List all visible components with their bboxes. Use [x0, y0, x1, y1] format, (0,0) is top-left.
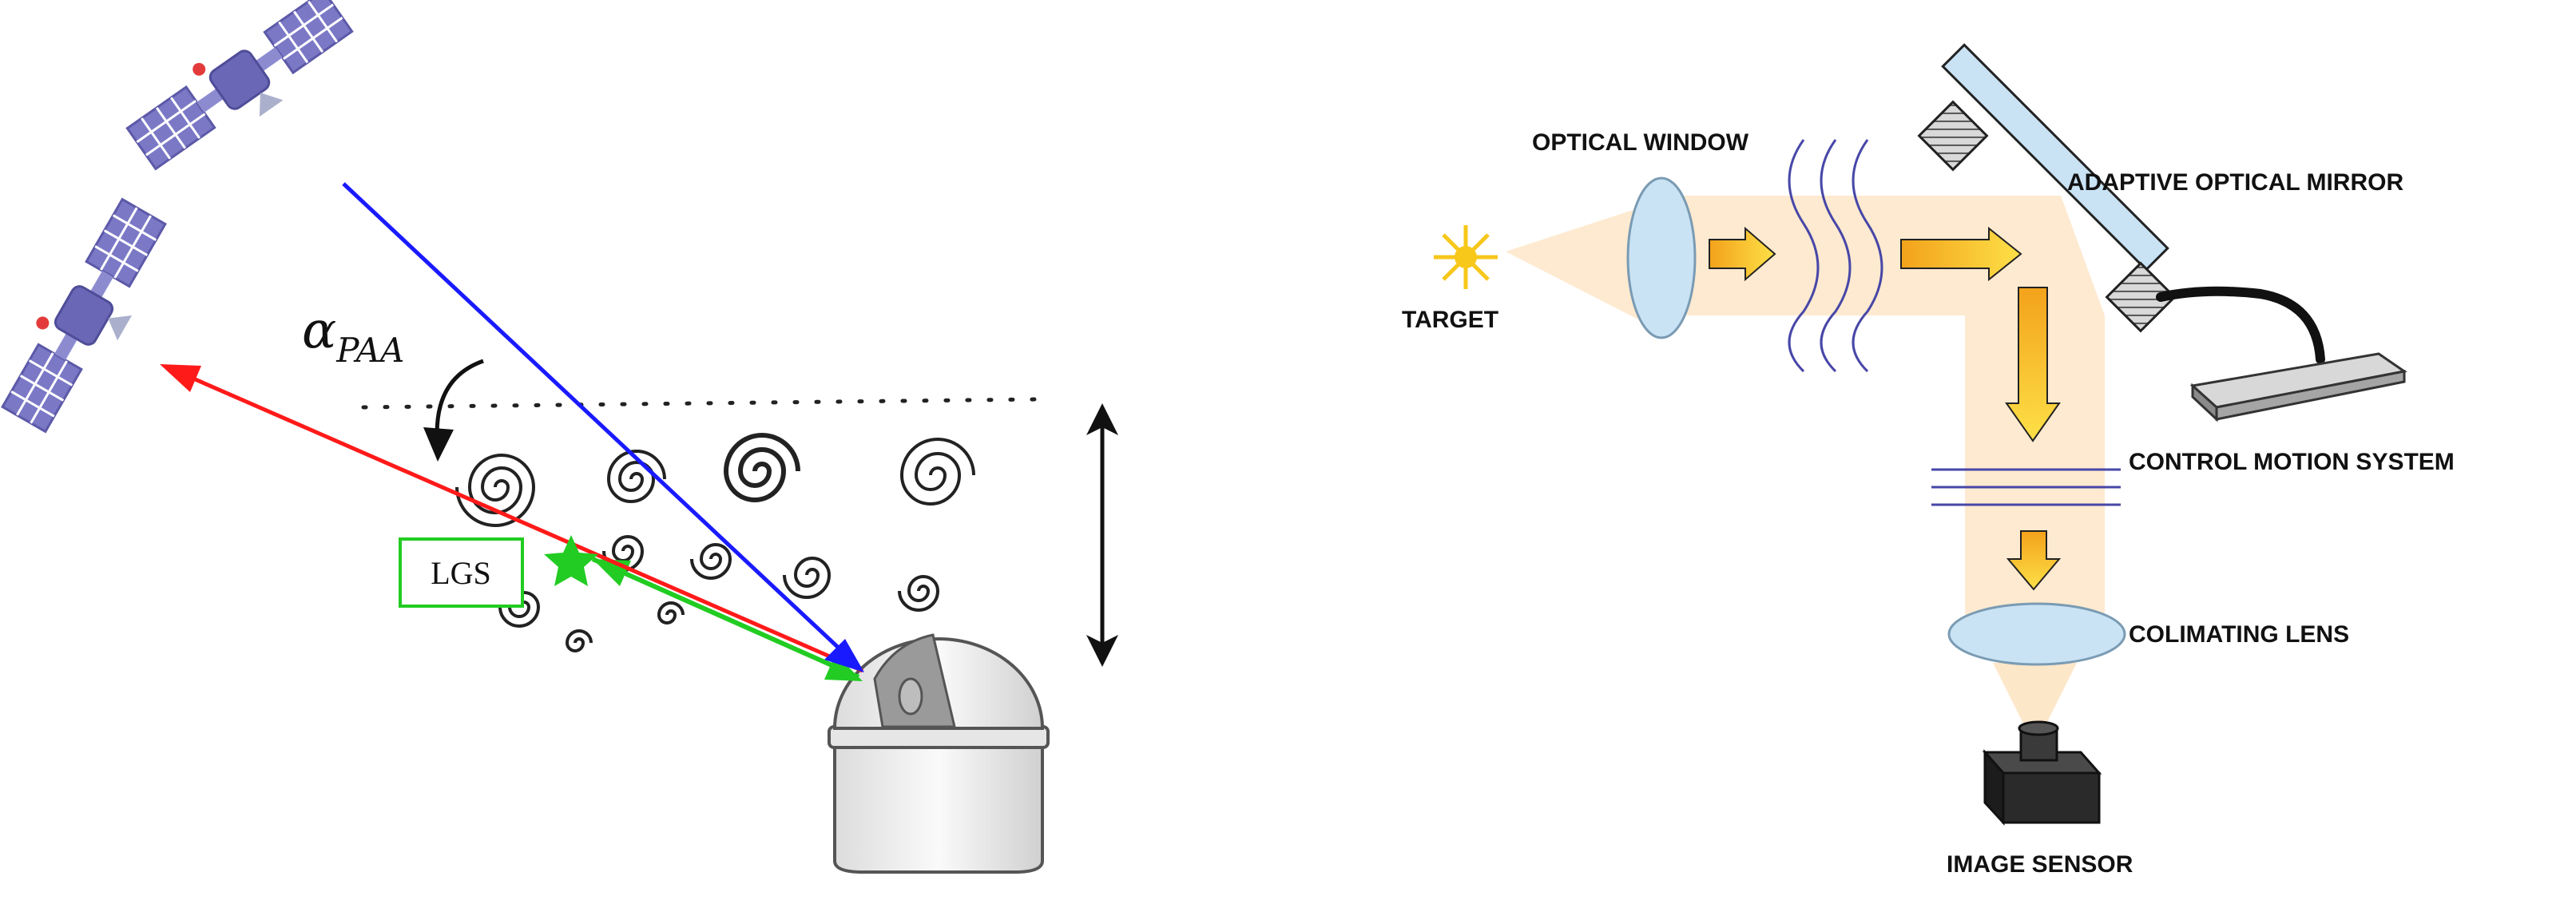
alpha-paa-label: αPAA — [302, 301, 404, 370]
image-sensor-icon — [1982, 720, 2102, 826]
target-star-icon — [1434, 225, 1498, 289]
light-path-bend — [1965, 196, 2105, 315]
swirl-4 — [899, 438, 975, 506]
arrow-4-icon — [2006, 530, 2062, 591]
downlink-arrowhead — [824, 639, 864, 672]
control-motion-lines — [1931, 468, 2121, 506]
uplink-arrowhead — [160, 364, 201, 392]
target-label: TARGET — [1402, 307, 1498, 333]
observatory-dome — [828, 633, 1050, 874]
lgs-box — [399, 537, 524, 608]
optical-window-label: OPTICAL WINDOW — [1532, 129, 1749, 156]
vertical-extent-arrow — [1086, 403, 1118, 667]
adaptive-mirror — [1917, 43, 2177, 333]
turbulence-swirls — [455, 433, 975, 680]
arrow-1-icon — [1709, 226, 1776, 282]
satellite-top-icon — [125, 0, 354, 170]
light-path-to-sensor — [1993, 663, 2077, 727]
lgs-label: LGS — [431, 555, 491, 591]
satellite-left-icon — [1, 198, 167, 433]
control-motion-label: CONTROL MOTION SYSTEM — [2129, 449, 2455, 475]
swirl-3 — [723, 433, 800, 502]
controller-cable — [2156, 286, 2325, 364]
adaptive-mirror-label: ADAPTIVE OPTICAL MIRROR — [2067, 169, 2403, 196]
uplink-beam — [166, 365, 864, 673]
swirl-2 — [606, 450, 666, 503]
optical-window-lens — [1626, 176, 1697, 339]
swirl-1 — [455, 454, 536, 527]
swirl-11 — [565, 629, 593, 652]
swirl-6 — [690, 543, 732, 580]
controller-box — [2189, 352, 2407, 422]
swirl-7 — [783, 557, 832, 599]
lgs-beam — [591, 557, 863, 681]
lgs-star-icon — [544, 535, 598, 586]
image-sensor-label: IMAGE SENSOR — [1947, 851, 2133, 878]
turbulence-waves — [1788, 139, 1883, 373]
swirl-8 — [898, 575, 940, 612]
arrow-2-icon — [1900, 226, 2022, 282]
downlink-beam — [342, 182, 858, 666]
atmosphere-top-line — [361, 397, 1041, 410]
colimating-lens-label: COLIMATING LENS — [2129, 621, 2349, 648]
arrow-3-icon — [2005, 287, 2061, 442]
colimating-lens — [1947, 602, 2126, 666]
swirl-10 — [657, 601, 685, 624]
alpha-arrowhead — [423, 427, 454, 462]
